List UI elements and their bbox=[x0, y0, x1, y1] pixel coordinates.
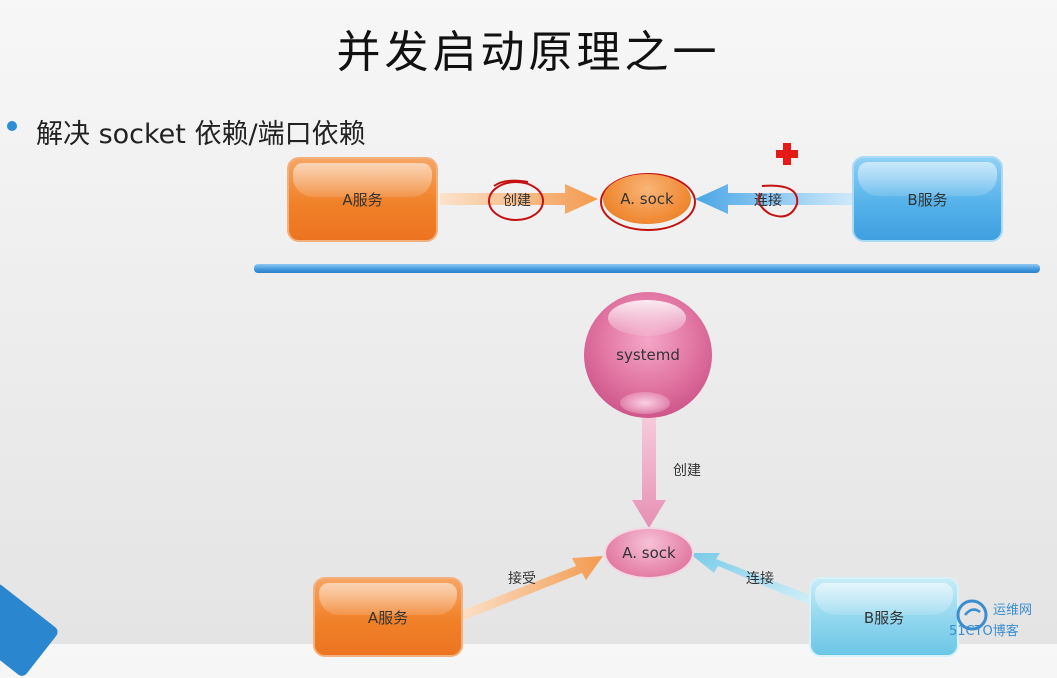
create-label-top: 创建 bbox=[503, 193, 531, 209]
watermark-logo-icon bbox=[956, 599, 988, 631]
create-arrow-bottom bbox=[632, 418, 666, 528]
watermark-top: 运维网 bbox=[993, 603, 1033, 618]
service-b-label-bottom: B服务 bbox=[863, 608, 905, 627]
red-cross-icon bbox=[776, 143, 798, 165]
accept-label: 接受 bbox=[508, 571, 536, 587]
socket-oval-bottom: A. sock bbox=[604, 527, 694, 579]
bullet-dot-icon bbox=[7, 121, 17, 131]
connect-arrow-top bbox=[695, 184, 852, 214]
connect-label-top: 连接 bbox=[754, 193, 782, 209]
service-a-box-bottom: A服务 bbox=[313, 577, 463, 657]
create-arrow-top bbox=[440, 184, 598, 214]
service-a-label-top: A服务 bbox=[342, 191, 383, 209]
watermark-bottom: 51CTO博客 bbox=[949, 624, 1019, 639]
section-divider bbox=[254, 264, 1040, 273]
systemd-sphere: systemd bbox=[584, 292, 712, 418]
accept-arrow-bottom bbox=[458, 556, 603, 620]
service-b-box-top: B服务 bbox=[852, 156, 1003, 242]
socket-label-bottom: A. sock bbox=[622, 544, 676, 562]
systemd-label: systemd bbox=[616, 346, 680, 364]
circle-annotation-create-tail bbox=[493, 179, 529, 187]
diagram-connectors bbox=[307, 173, 953, 620]
service-a-label-bottom: A服务 bbox=[367, 608, 409, 627]
service-a-box-top: A服务 bbox=[287, 157, 438, 242]
service-b-box-bottom: B服务 bbox=[809, 577, 959, 657]
socket-label-top: A. sock bbox=[620, 190, 674, 208]
create-label-bottom: 创建 bbox=[673, 463, 701, 479]
slide-title: 并发启动原理之一 bbox=[336, 27, 721, 78]
connect-label-bottom: 连接 bbox=[746, 571, 774, 587]
socket-oval-top: A. sock bbox=[603, 174, 691, 224]
bullet-text: 解决 socket 依赖/端口依赖 bbox=[36, 119, 366, 150]
circle-annotation-create bbox=[488, 181, 544, 221]
connect-arrow-bottom bbox=[689, 553, 818, 606]
service-b-label-top: B服务 bbox=[907, 190, 948, 209]
circle-annotation-connect bbox=[757, 184, 799, 218]
